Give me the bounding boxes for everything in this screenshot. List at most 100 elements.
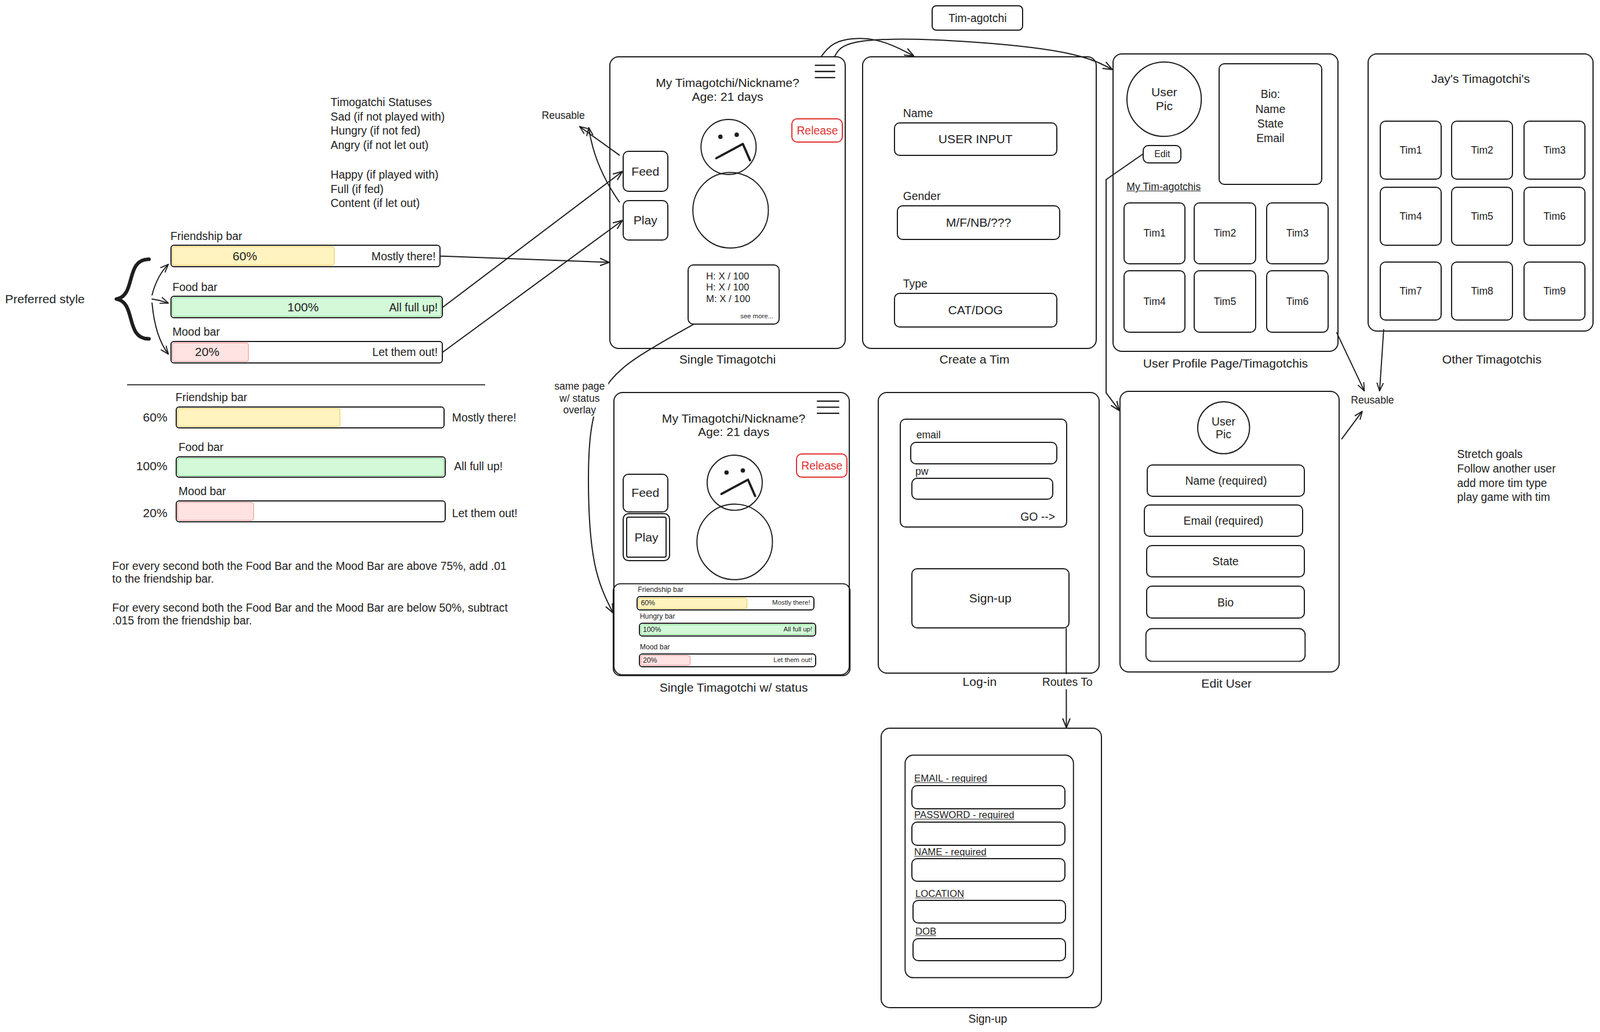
node-text: Gender xyxy=(903,189,941,203)
node-text: 100% xyxy=(136,459,168,474)
node-text: 20% xyxy=(194,344,220,359)
tim-card: Tim1 xyxy=(1123,202,1186,265)
input-field: NameUSER INPUT xyxy=(893,122,1058,156)
node-text: Mostly there! xyxy=(371,249,436,263)
note-text: play game with tim xyxy=(1457,490,1551,504)
node-text: H: X / 100 xyxy=(706,270,749,282)
pet-mouth xyxy=(721,479,755,496)
node-text: Tim7 xyxy=(1399,285,1422,297)
screen-frame: Tim1Tim2Tim3Tim4Tim5Tim6Tim7Tim8Tim9Jay'… xyxy=(1367,53,1595,333)
bar-fill xyxy=(177,457,445,476)
node-text: Bio xyxy=(1217,595,1234,609)
node-text: User Profile Page/Timagotchis xyxy=(1143,355,1308,370)
node-text: All full up! xyxy=(388,300,438,314)
node-text: Friendship bar xyxy=(637,585,684,594)
node-text: M/F/NB/??? xyxy=(946,215,1012,230)
node-text: Age: 21 days xyxy=(691,89,763,104)
status-bar: Mood bar20%Let them out! xyxy=(170,340,443,364)
node-text: 20% xyxy=(642,656,658,665)
reuse-arrow xyxy=(1379,329,1384,392)
node-text: Age: 21 days xyxy=(697,424,770,439)
node-text: Edit User xyxy=(1201,676,1252,691)
node-text: Single Timagotchi w/ status xyxy=(659,680,809,695)
node-text: User Pic xyxy=(1208,414,1239,441)
node-text: USER INPUT xyxy=(938,132,1013,147)
node-text: 20% xyxy=(142,506,167,520)
pet-eye xyxy=(718,135,723,139)
node-text: Tim1 xyxy=(1399,144,1422,156)
node-text: Tim6 xyxy=(1543,210,1566,223)
note-text: Reusable xyxy=(1350,394,1394,406)
screen-frame: EMAIL - requiredPASSWORD - requiredNAME … xyxy=(880,727,1103,1009)
tim-card: Tim8 xyxy=(1451,261,1514,321)
curly-brace xyxy=(116,259,149,339)
node-text: 100% xyxy=(642,625,662,634)
node-text: Sign-up xyxy=(968,1012,1007,1025)
action-button: Play xyxy=(622,200,669,241)
node-text: NAME - required xyxy=(914,846,987,858)
node-text: Let them out! xyxy=(452,506,518,520)
status-bar: Food bar100%All full up! xyxy=(170,295,443,319)
tim-card: Tim2 xyxy=(1451,120,1514,180)
title-text: Tim-agotchi xyxy=(948,11,1007,25)
reuse-arrow xyxy=(588,127,620,202)
note-text: Follow another user xyxy=(1457,462,1556,475)
brace-arrow xyxy=(151,264,169,296)
node-text: GO --> xyxy=(1020,510,1056,523)
node-text: email xyxy=(916,428,941,441)
node-text: State xyxy=(1212,554,1239,568)
node-text: Type xyxy=(903,277,928,290)
note-text: Hungry (if not fed) xyxy=(330,124,421,137)
pet-body xyxy=(692,172,769,249)
node-text: Mood bar xyxy=(172,325,220,338)
action-button: Feed xyxy=(622,473,669,513)
mini-status-bar: Hungry bar100%All full up! xyxy=(638,622,817,638)
reuse-arrow xyxy=(1342,411,1363,439)
screen-frame: emailpwGO -->Sign-upLog-in xyxy=(877,391,1101,674)
node-text: Tim6 xyxy=(1286,295,1309,308)
node-text: Create a Tim xyxy=(939,351,1010,366)
input-field: NAME - required xyxy=(911,857,1066,882)
reuse-arrow xyxy=(579,126,620,155)
node-text: CAT/DOG xyxy=(947,303,1003,318)
login-form: email pw GO --> xyxy=(899,418,1068,528)
connector xyxy=(588,324,694,614)
node-text: Tim4 xyxy=(1143,295,1166,308)
node-text: DOB xyxy=(915,925,937,937)
edge-label: same page w/ status overlay xyxy=(550,379,609,417)
node-text: 60% xyxy=(640,598,656,607)
node-text: State xyxy=(1257,117,1284,130)
note-text: Stretch goals xyxy=(1457,447,1523,461)
tim-card: Tim7 xyxy=(1379,261,1442,321)
edge-label: Routes To xyxy=(1040,674,1096,690)
input-field: pw xyxy=(911,477,1054,501)
input-field: LOCATION xyxy=(912,899,1067,923)
screen-frame: NameUSER INPUT GenderM/F/NB/??? TypeCAT/DO… xyxy=(862,56,1097,349)
node-text: Tim8 xyxy=(1470,285,1493,297)
avatar-circle: User Pic xyxy=(1197,401,1251,455)
node-text: Hungry bar xyxy=(640,612,676,621)
node-text: Play xyxy=(633,213,658,228)
node-text: Friendship bar xyxy=(170,228,243,242)
note-text: For every second both the Food Bar and t… xyxy=(112,559,516,586)
node-text: My Timagotchi/Nickname? xyxy=(662,411,806,426)
node-text: Play xyxy=(634,530,659,545)
node-text: All full up! xyxy=(783,625,813,634)
input-field: EMAIL - required xyxy=(911,784,1066,810)
note-text: Timogatchi Statuses xyxy=(330,95,432,109)
tim-card: Tim2 xyxy=(1193,202,1256,265)
node-text: Edit xyxy=(1154,148,1170,160)
input-field: Email (required) xyxy=(1143,504,1304,537)
node-text: Name xyxy=(1255,102,1286,116)
node-text: see more... xyxy=(740,312,774,320)
node-text: Bio: xyxy=(1260,87,1280,101)
brace-arrow xyxy=(151,303,169,355)
node-text: Mostly there! xyxy=(452,411,517,424)
node-text: Let them out! xyxy=(372,345,438,359)
tim-card: Tim5 xyxy=(1451,186,1514,246)
node-text: Single Timagotchi xyxy=(679,351,777,366)
node-text: 60% xyxy=(232,249,257,264)
note-text: Sad (if not played with) xyxy=(330,110,445,123)
tim-card: Tim4 xyxy=(1379,186,1442,246)
node-text: 100% xyxy=(287,300,319,315)
